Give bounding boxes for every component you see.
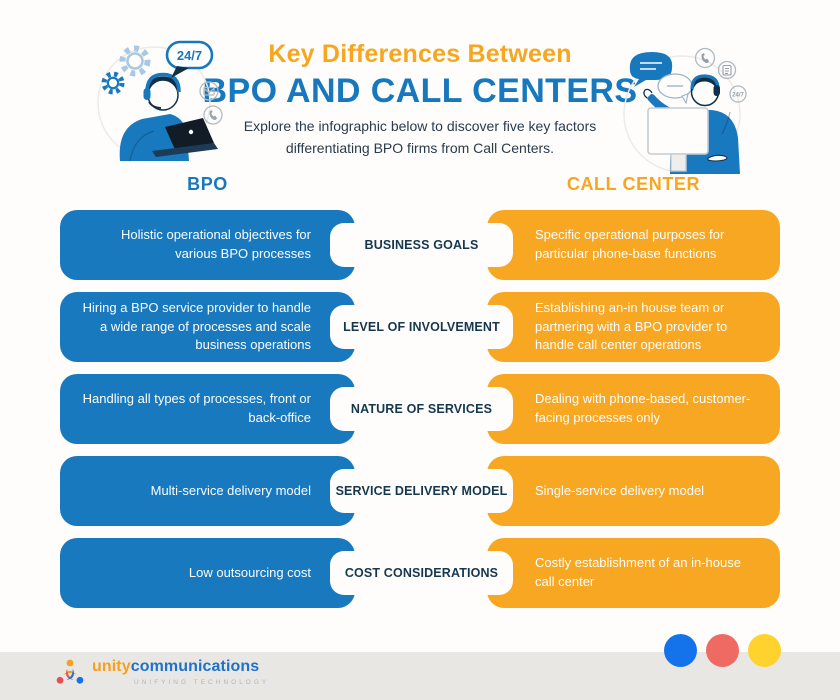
call-center-cell-text: Costly establishment of an in-house call… bbox=[535, 555, 741, 589]
bpo-cell-text: Handling all types of processes, front o… bbox=[82, 391, 311, 425]
page-title-line1: Key Differences Between bbox=[268, 40, 572, 68]
call-center-cell: Costly establishment of an in-house call… bbox=[487, 538, 780, 608]
call-center-cell-text: Single-service delivery model bbox=[535, 482, 705, 498]
gear-icon bbox=[101, 71, 125, 95]
page-subtitle: Explore the infographic below to discove… bbox=[243, 118, 597, 156]
decorative-dot-blue bbox=[664, 634, 697, 667]
logo-text: unitycommunications UNIFYING TECHNOLOGY bbox=[92, 658, 269, 686]
support-agent-illustration: 24/7 bbox=[97, 40, 223, 161]
phone-icon bbox=[203, 105, 223, 125]
call-center-cell: Single-service delivery model bbox=[487, 456, 780, 526]
headset-icon bbox=[690, 74, 720, 90]
decorative-dot-red bbox=[706, 634, 739, 667]
page-header: Key Differences Between BPO AND CALL CEN… bbox=[0, 40, 840, 111]
unity-communications-logo: unitycommunications UNIFYING TECHNOLOGY bbox=[55, 658, 269, 690]
laptop-icon bbox=[152, 118, 218, 157]
monitor-icon bbox=[647, 107, 728, 172]
column-header-call-center: CALL CENTER bbox=[566, 174, 701, 194]
brand-name-part1: unity bbox=[92, 658, 131, 675]
row-cost-considerations: Low outsourcing cost Costly establishmen… bbox=[60, 538, 780, 608]
gear-icon bbox=[119, 45, 151, 77]
footer-strip bbox=[0, 652, 840, 700]
hand bbox=[707, 154, 728, 162]
row-business-goals: Holistic operational objectives for vari… bbox=[60, 210, 780, 280]
phone-icon bbox=[694, 47, 716, 69]
factor-label: SERVICE DELIVERY MODEL bbox=[330, 469, 513, 513]
call-center-cell-text: Establishing an-in house team or partner… bbox=[535, 299, 728, 353]
factor-label: BUSINESS GOALS bbox=[330, 223, 513, 267]
row-level-of-involvement: Hiring a BPO service provider to handle … bbox=[60, 292, 780, 362]
bpo-cell-text: Hiring a BPO service provider to handle … bbox=[82, 299, 311, 353]
svg-text:24/7: 24/7 bbox=[177, 48, 202, 63]
factor-label: NATURE OF SERVICES bbox=[330, 387, 513, 431]
headset-icon bbox=[145, 72, 181, 93]
bpo-cell: Holistic operational objectives for vari… bbox=[60, 210, 355, 280]
document-icon bbox=[717, 60, 737, 80]
row-service-delivery-model: Multi-service delivery model Single-serv… bbox=[60, 456, 780, 526]
call-center-cell: Dealing with phone-based, customer-facin… bbox=[487, 374, 780, 444]
svg-text:24/7: 24/7 bbox=[732, 93, 744, 99]
speech-bubble-24-7: 24/7 bbox=[165, 40, 214, 78]
bpo-cell: Handling all types of processes, front o… bbox=[60, 374, 355, 444]
call-center-cell-text: Specific operational purposes for partic… bbox=[535, 227, 725, 261]
headset-mic bbox=[148, 101, 162, 109]
page-title-line2: BPO AND CALL CENTERS bbox=[202, 72, 638, 110]
factor-label: COST CONSIDERATIONS bbox=[330, 551, 513, 595]
call-agent-illustration: 24/7 bbox=[623, 47, 747, 174]
comparison-table: Holistic operational objectives for vari… bbox=[60, 210, 780, 620]
decorative-dot-yellow bbox=[748, 634, 781, 667]
brand-name-part2: communications bbox=[130, 658, 260, 675]
brand-tagline: UNIFYING TECHNOLOGY bbox=[134, 679, 270, 686]
row-nature-of-services: Handling all types of processes, front o… bbox=[60, 374, 780, 444]
logo-mark-icon bbox=[56, 659, 84, 684]
chat-bubble-outline-icon bbox=[657, 73, 693, 105]
bpo-cell: Hiring a BPO service provider to handle … bbox=[60, 292, 355, 362]
bpo-cell-text: Holistic operational objectives for vari… bbox=[120, 227, 311, 261]
column-header-bpo: BPO bbox=[187, 174, 228, 194]
bpo-cell: Multi-service delivery model bbox=[60, 456, 355, 526]
factor-label: LEVEL OF INVOLVEMENT bbox=[330, 305, 513, 349]
bpo-cell-text: Multi-service delivery model bbox=[150, 482, 311, 498]
bpo-cell-text: Low outsourcing cost bbox=[188, 564, 311, 580]
mail-icon bbox=[199, 81, 219, 101]
bpo-cell: Low outsourcing cost bbox=[60, 538, 355, 608]
call-center-cell-text: Dealing with phone-based, customer-facin… bbox=[535, 391, 751, 425]
call-center-cell: Establishing an-in house team or partner… bbox=[487, 292, 780, 362]
badge-24-7: 24/7 bbox=[729, 85, 747, 103]
call-center-cell: Specific operational purposes for partic… bbox=[487, 210, 780, 280]
